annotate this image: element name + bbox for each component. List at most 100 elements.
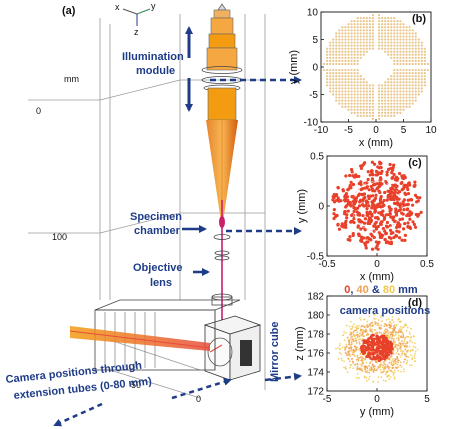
data-point [336,223,340,227]
data-point [344,348,346,351]
data-point [381,320,383,323]
data-point [356,105,359,108]
data-point [393,362,396,365]
data-point [351,360,354,363]
data-point [371,331,374,333]
data-point [406,326,409,329]
axis-y-label: y [151,1,156,11]
data-point [405,44,408,47]
data-point [414,81,417,84]
data-point [350,75,353,78]
data-point [391,166,395,170]
data-point [381,99,384,102]
data-point [359,166,364,171]
data-point [336,196,340,200]
data-point [399,59,402,62]
data-point [417,75,420,78]
data-point [420,72,423,75]
data-point [356,225,360,229]
data-point [381,93,384,96]
data-point [377,359,381,363]
data-point [357,204,362,208]
data-point [340,353,343,355]
data-point [371,17,375,20]
data-point [361,370,364,372]
data-point [406,335,409,338]
panel-label: (d) [408,297,422,309]
data-point [396,78,399,81]
data-point [350,349,353,352]
data-point [356,99,359,102]
data-point [350,340,353,342]
data-point [368,29,371,32]
data-point [393,32,396,35]
data-point [358,341,361,344]
data-point [367,196,371,201]
data-point [395,347,398,349]
axis-z-label: z [134,27,139,37]
data-point [408,87,411,90]
data-point [345,346,347,349]
data-point [417,50,420,53]
data-point [377,322,379,325]
data-point [350,41,353,44]
data-point [347,81,350,84]
data-point [392,339,395,342]
data-point [393,111,396,114]
data-point [362,339,366,342]
data-point [358,335,361,338]
data-point [384,87,387,90]
data-point [352,340,355,343]
data-point [344,62,347,66]
data-point [355,334,357,336]
data-point [395,337,398,340]
data-point [411,84,414,87]
data-point [350,59,353,62]
data-point [392,360,395,363]
data-point [377,381,380,383]
data-point [368,364,371,367]
data-point [326,56,329,59]
data-point [358,368,361,371]
data-point [380,169,384,173]
data-point [399,342,401,345]
data-point [347,59,350,62]
data-point [401,212,405,216]
data-point [396,44,399,47]
data-point [359,50,362,53]
data-point [355,348,358,351]
data-point [353,87,356,90]
data-point [408,90,411,93]
data-point [408,183,412,187]
data-point [408,217,412,221]
data-point [366,320,369,323]
data-point [353,99,356,102]
data-point [381,32,384,35]
data-point [356,59,359,62]
data-point [373,349,377,352]
data-point [359,35,362,38]
data-point [408,75,411,78]
data-point [359,164,363,168]
data-point [344,47,347,50]
data-point [384,363,387,366]
data-point [397,366,400,368]
data-point [388,212,392,216]
data-point [365,108,368,111]
data-point [373,189,377,193]
data-point [393,359,396,362]
data-point [335,38,338,41]
data-point [423,81,426,84]
data-point [365,206,369,211]
data-point [353,102,356,105]
data-point [410,364,413,367]
data-point [419,210,423,215]
data-point [368,96,371,99]
data-point [399,38,402,41]
data-point [359,111,362,114]
data-point [401,352,404,355]
data-point [396,59,399,62]
data-point [354,198,358,203]
data-point [346,198,350,202]
x-tick-label: -5 [344,125,353,136]
